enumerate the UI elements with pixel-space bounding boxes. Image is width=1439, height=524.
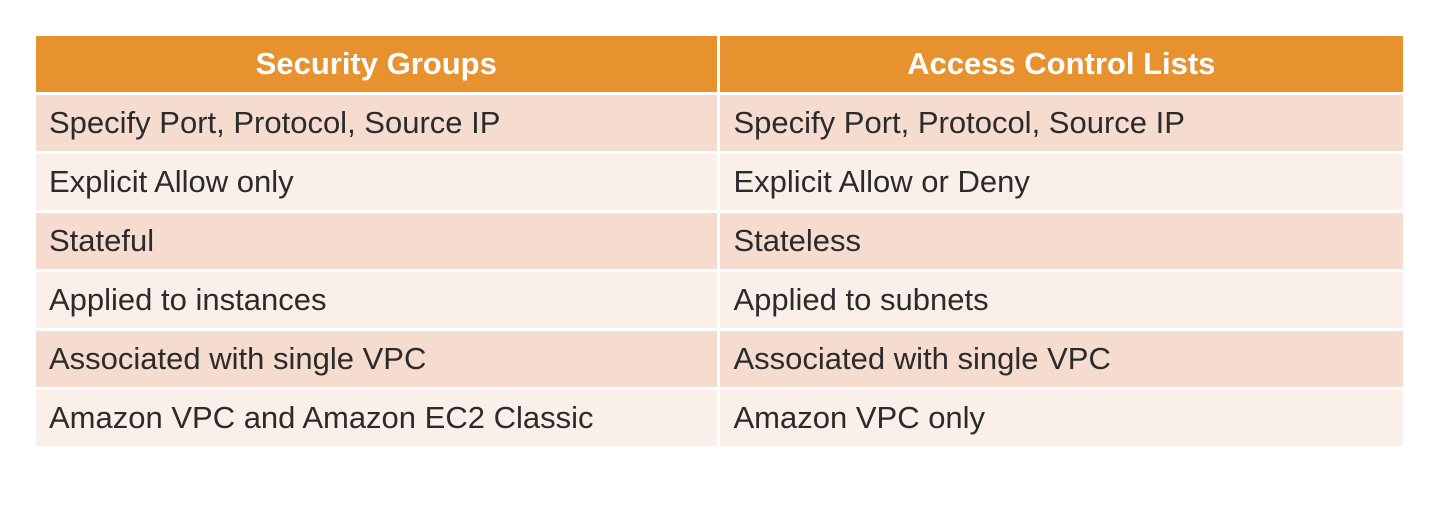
access-control-lists-cell: Associated with single VPC <box>718 329 1403 390</box>
comparison-table: Security Groups Access Control Lists Spe… <box>36 36 1403 449</box>
table-row: Amazon VPC and Amazon EC2 Classic Amazon… <box>36 388 1403 449</box>
access-control-lists-cell: Specify Port, Protocol, Source IP <box>718 93 1403 154</box>
security-groups-cell: Stateful <box>36 211 720 272</box>
table-row: Explicit Allow only Explicit Allow or De… <box>36 152 1403 213</box>
security-groups-cell: Specify Port, Protocol, Source IP <box>36 93 720 154</box>
header-access-control-lists: Access Control Lists <box>718 36 1403 95</box>
security-groups-cell: Explicit Allow only <box>36 152 720 213</box>
table-header: Security Groups Access Control Lists <box>36 36 1403 95</box>
access-control-lists-cell: Explicit Allow or Deny <box>718 152 1403 213</box>
security-groups-cell: Amazon VPC and Amazon EC2 Classic <box>36 388 720 449</box>
table-row: Stateful Stateless <box>36 211 1403 272</box>
access-control-lists-cell: Amazon VPC only <box>718 388 1403 449</box>
security-groups-cell: Associated with single VPC <box>36 329 720 390</box>
security-groups-cell: Applied to instances <box>36 270 720 331</box>
header-row: Security Groups Access Control Lists <box>36 36 1403 95</box>
table-row: Specify Port, Protocol, Source IP Specif… <box>36 93 1403 154</box>
access-control-lists-cell: Stateless <box>718 211 1403 272</box>
table-row: Applied to instances Applied to subnets <box>36 270 1403 331</box>
table-row: Associated with single VPC Associated wi… <box>36 329 1403 390</box>
access-control-lists-cell: Applied to subnets <box>718 270 1403 331</box>
header-security-groups: Security Groups <box>36 36 720 95</box>
table-body: Specify Port, Protocol, Source IP Specif… <box>36 93 1403 449</box>
